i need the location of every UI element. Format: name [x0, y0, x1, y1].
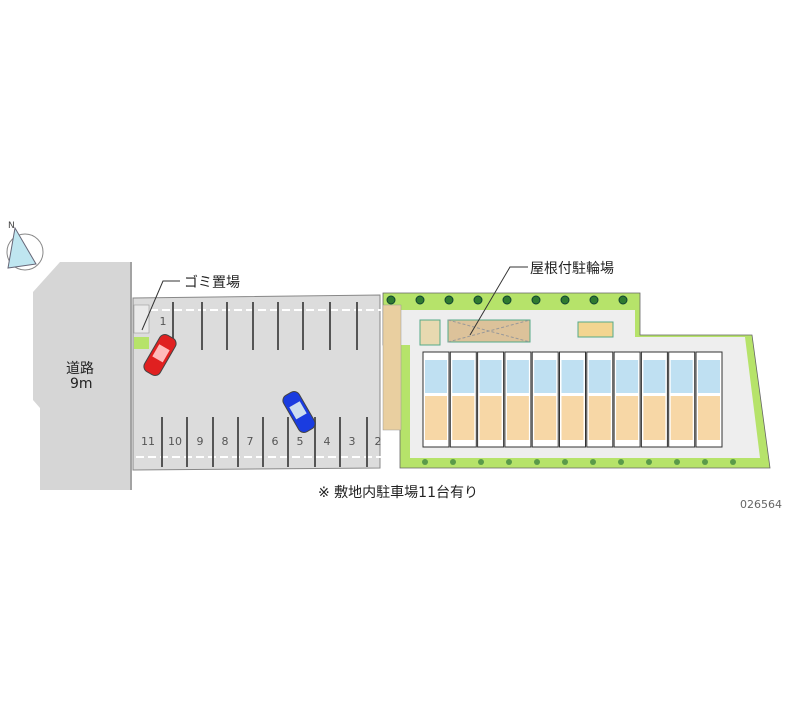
slot-number: 9: [196, 435, 204, 448]
car-red: [143, 334, 177, 376]
slot-number: 11: [141, 435, 155, 448]
slot-number: 2: [374, 435, 382, 448]
tree-icon: [502, 295, 512, 305]
tree-icon: [473, 295, 483, 305]
slot-number: 8: [221, 435, 229, 448]
tree-icon: [531, 295, 541, 305]
tree-icon: [534, 459, 540, 465]
slot-number: 10: [168, 435, 182, 448]
slot-number: 4: [323, 435, 331, 448]
tree-icon: [478, 459, 484, 465]
tree-icon: [702, 459, 708, 465]
tree-icon: [415, 295, 425, 305]
tree-icon: [422, 459, 428, 465]
tree-icon: [730, 459, 736, 465]
svg-text:N: N: [8, 221, 15, 231]
tree-icon: [450, 459, 456, 465]
road-width: 9m: [70, 376, 93, 392]
slot-number: 3: [348, 435, 356, 448]
slot-number: 1: [159, 315, 167, 328]
tree-icon: [618, 295, 628, 305]
garbage-area-label: ゴミ置場: [184, 275, 240, 291]
road: [33, 262, 130, 490]
tree-icon: [562, 459, 568, 465]
slot-number: 5: [296, 435, 304, 448]
tree-icon: [646, 459, 652, 465]
road-name: 道路: [66, 361, 94, 377]
tree-icon: [386, 295, 396, 305]
parking-lot: [132, 294, 392, 471]
slot-number: 7: [246, 435, 254, 448]
building-site: [382, 292, 771, 469]
slot-number: 6: [271, 435, 279, 448]
property-code: 026564: [740, 498, 782, 511]
tree-icon: [444, 295, 454, 305]
tree-icon: [674, 459, 680, 465]
planter: [134, 337, 149, 349]
tree-icon: [618, 459, 624, 465]
car-blue: [282, 391, 316, 433]
tree-icon: [589, 295, 599, 305]
garbage-area: [133, 304, 150, 334]
bike-parking-label: 屋根付駐輪場: [530, 261, 614, 277]
tree-icon: [506, 459, 512, 465]
compass-icon: N: [6, 221, 44, 271]
tree-icon: [590, 459, 596, 465]
tree-icon: [560, 295, 570, 305]
parking-note: ※ 敷地内駐車場11台有り: [318, 485, 478, 501]
